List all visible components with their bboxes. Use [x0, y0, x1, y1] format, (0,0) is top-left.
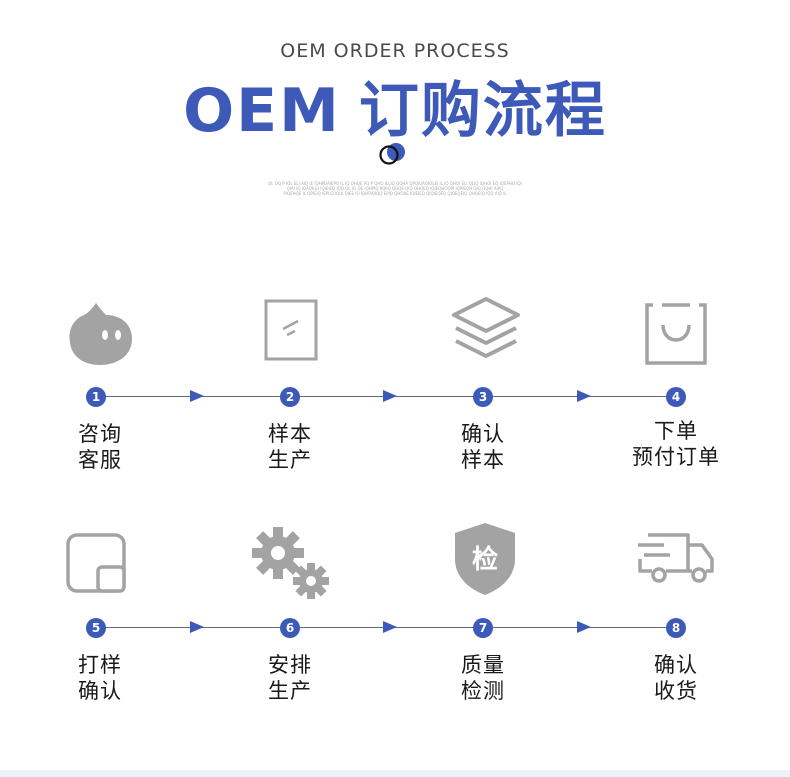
step-label-8: 确认收货	[654, 653, 698, 703]
chat-bubble-icon	[69, 303, 132, 365]
title-chinese: 订购流程	[358, 76, 607, 146]
step-number-8: 8	[666, 618, 686, 638]
layers-icon	[452, 297, 520, 358]
step-label-2: 样本生产	[268, 422, 312, 472]
step-number-3: 3	[473, 387, 493, 407]
micro-text-line: QL OQ P IOL ELI AIQ IE IQHPUAIEPQ IL IQ …	[268, 181, 522, 186]
gears-icon	[252, 527, 329, 599]
step-label-1: 咨询客服	[78, 422, 122, 472]
proof-window-icon	[66, 533, 126, 593]
step-number-4: 4	[666, 387, 686, 407]
step-number-7: 7	[473, 618, 493, 638]
process-subtitle: OEM ORDER PROCESS	[280, 40, 510, 62]
bottom-band	[0, 770, 790, 777]
step-label-6: 安排生产	[268, 653, 312, 703]
step-label-5: 打样确认	[78, 653, 122, 703]
step-label-4: 下单预付订单	[632, 419, 720, 469]
micro-text-line: QIAI IQ IQAQILEI IQIEIEQ IQQ OL IQ QE IQ…	[286, 186, 504, 191]
arrow-icon	[383, 621, 397, 633]
step-number-6: 6	[280, 618, 300, 638]
delivery-truck-icon	[638, 533, 714, 583]
arrow-icon	[577, 390, 591, 402]
step-number-5: 5	[86, 618, 106, 638]
shield-check-icon: 检	[445, 519, 525, 599]
arrow-icon	[383, 390, 397, 402]
overlapping-circles-icon	[379, 143, 405, 165]
arrow-icon	[577, 621, 591, 633]
title-oem: OEM	[183, 76, 341, 146]
step-number-1: 1	[86, 387, 106, 407]
arrow-icon	[190, 390, 204, 402]
step-label-3: 确认样本	[461, 422, 505, 472]
shopping-bag-icon	[645, 301, 707, 365]
arrow-icon	[190, 621, 204, 633]
step-number-2: 2	[280, 387, 300, 407]
step-label-7: 质量检测	[461, 653, 505, 703]
shield-text: 检	[471, 545, 498, 575]
sample-sheet-icon	[264, 299, 318, 361]
micro-text-line: PIQEHQE IL QPIEIQ IEPLQ IQUI QIEE IQ IQH…	[283, 191, 507, 196]
